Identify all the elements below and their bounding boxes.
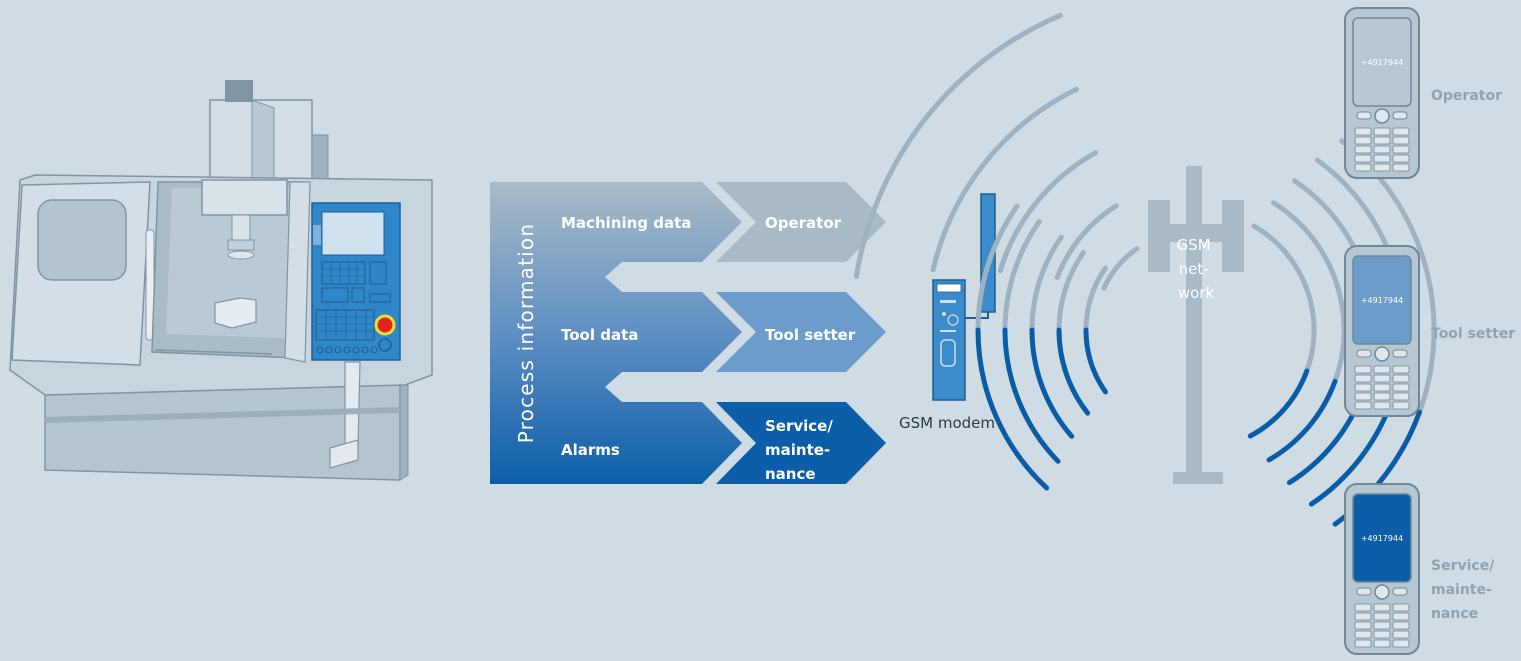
- target-label-operator: Operator: [765, 214, 842, 232]
- wave-arc: [975, 203, 1020, 333]
- cnc-machine-illustration: [9, 80, 433, 481]
- phone-number: +4917944: [1361, 58, 1403, 67]
- emergency-stop-button: [374, 314, 396, 336]
- wave-arc: [1083, 327, 1108, 395]
- target-label-tool-setter: Tool setter: [765, 326, 856, 344]
- wave-arc: [1056, 250, 1086, 333]
- wave-arc: [997, 150, 1099, 274]
- process-information-band: [490, 182, 742, 484]
- source-label-tool-data: Tool data: [561, 326, 638, 344]
- wave-arc: [1417, 285, 1437, 415]
- wave-arc: [1083, 265, 1108, 333]
- control-panel-screen: [321, 211, 385, 256]
- phone-screen: [1352, 255, 1412, 345]
- gsm-network-label: GSM net- work: [1177, 236, 1216, 302]
- wave-arc: [1054, 203, 1119, 280]
- phone-number: +4917944: [1361, 534, 1403, 543]
- wave-arc: [1271, 200, 1345, 307]
- wave-arc: [1056, 327, 1091, 416]
- wave-arc: [1266, 378, 1338, 463]
- gsm-tower: GSM net- work: [1148, 166, 1244, 484]
- process-information-heading: Process information: [514, 223, 538, 443]
- wave-arc: [1251, 223, 1315, 312]
- wave-arc: [1304, 306, 1317, 374]
- phone-screen: [1352, 17, 1412, 107]
- radio-waves: [853, 12, 1437, 527]
- wave-arc: [853, 12, 1063, 279]
- wave-arc: [1247, 368, 1310, 439]
- phone-label: Service/mainte-nance: [1431, 558, 1495, 622]
- wave-arc: [1002, 219, 1042, 333]
- phone-label: Tool setter: [1431, 326, 1515, 342]
- wave-arc: [1332, 301, 1347, 384]
- phone-label: Operator: [1431, 88, 1502, 104]
- source-label-machining-data: Machining data: [561, 214, 691, 232]
- target-label-service-maintenance: Service/ mainte- nance: [765, 417, 838, 483]
- target-arrow-operator: [716, 182, 886, 262]
- target-arrow-service-maintenance: [716, 402, 886, 484]
- gsm-modem-label: GSM modem: [899, 414, 995, 432]
- wave-arc: [975, 327, 1050, 491]
- source-label-alarms: Alarms: [561, 441, 620, 459]
- process-information-flow: Process information Machining data Tool …: [490, 182, 886, 484]
- wave-arc: [1029, 234, 1064, 333]
- wave-arc: [1002, 327, 1061, 464]
- wave-arc: [930, 86, 1080, 273]
- target-arrow-tool-setter: [716, 292, 886, 372]
- phone-number: +4917944: [1361, 296, 1403, 305]
- wave-arc: [1029, 327, 1075, 439]
- phone-screen: [1352, 493, 1412, 583]
- wave-arc: [1101, 246, 1140, 291]
